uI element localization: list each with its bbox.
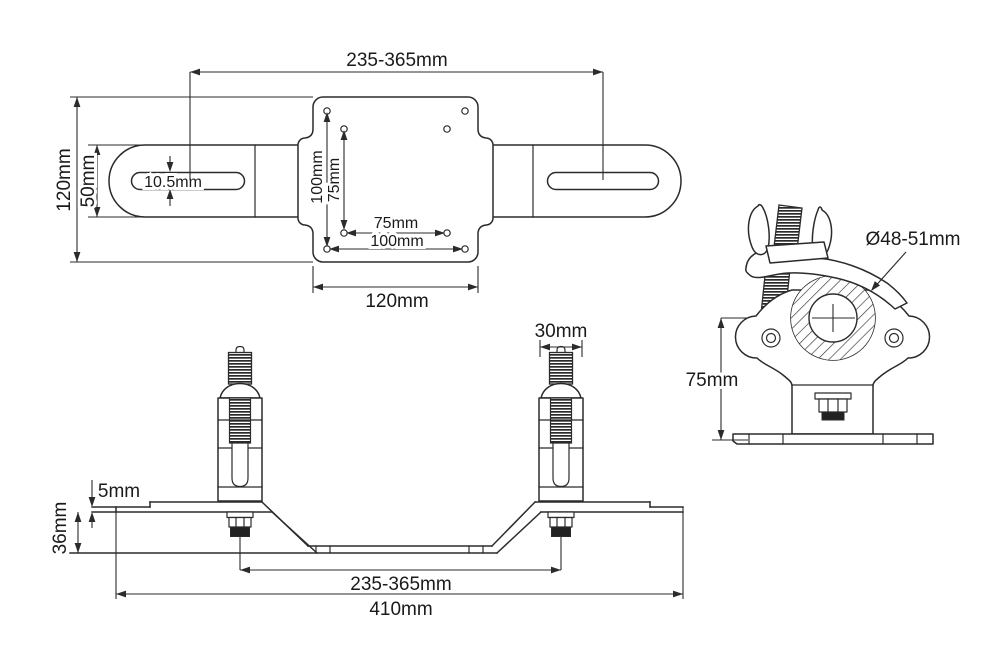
dim-tube-diameter: Ø48-51mm — [862, 226, 964, 294]
dim-vesa-v75: 75mm — [323, 130, 348, 230]
label-plate-width: 120mm — [365, 291, 428, 312]
label-adjust-range: 235-365mm — [346, 50, 447, 71]
label-bolt-spacing: 235-365mm — [350, 574, 451, 595]
label-overall-length: 410mm — [369, 599, 432, 620]
dim-clamp-height: 75mm — [683, 318, 748, 441]
label-vesa-h100: 100mm — [370, 233, 423, 250]
vesa-holes — [323, 107, 469, 253]
dim-vesa-h100: 100mm — [329, 230, 463, 253]
label-arm-height: 50mm — [78, 155, 99, 208]
top-view: 120mm 50mm 10.5mm 235-365mm — [51, 47, 682, 315]
label-vesa-v75: 75mm — [326, 158, 343, 202]
right-arm-slot — [546, 171, 660, 191]
side-view: 5mm 36mm 30mm 235-365mm — [47, 318, 684, 623]
clamp-ring-hatch — [791, 276, 875, 360]
clamp-view: 75mm Ø48-51mm — [683, 203, 964, 445]
dim-overall-length: 410mm — [115, 507, 684, 623]
label-overall-height: 120mm — [54, 148, 75, 211]
label-profile-height: 36mm — [50, 502, 71, 555]
left-arm-slot — [130, 171, 246, 191]
label-slot-width: 10.5mm — [144, 174, 202, 191]
dim-overall-height: 120mm — [51, 96, 313, 263]
dim-vesa-v100: 100mm — [306, 112, 331, 247]
label-vesa-v100: 100mm — [309, 150, 326, 203]
clamp-bolt-assembly-right — [538, 345, 584, 537]
clamp-base — [732, 433, 934, 445]
label-sheet-thickness: 5mm — [98, 481, 140, 502]
bracket-profile — [69, 500, 684, 555]
ear-hole-right-inner — [888, 332, 900, 344]
dim-clamp-block-width: 30mm — [532, 318, 590, 357]
dim-profile-height: 36mm — [47, 499, 82, 557]
dim-sheet-thickness: 5mm — [88, 478, 143, 528]
dim-arm-height: 50mm — [75, 144, 143, 218]
clamp-bolt-assembly-left — [217, 345, 263, 537]
dim-adjust-range: 235-365mm — [189, 47, 604, 180]
label-clamp-height: 75mm — [686, 370, 739, 391]
dim-vesa-h75: 75mm — [346, 212, 445, 237]
clamp-base-nut — [814, 392, 852, 421]
dim-plate-width: 120mm — [312, 266, 479, 315]
label-clamp-block-width: 30mm — [535, 321, 588, 342]
ear-hole-left-inner — [765, 332, 777, 344]
label-tube-diameter: Ø48-51mm — [865, 229, 960, 250]
dim-slot-width: 10.5mm — [141, 156, 205, 206]
label-vesa-h75: 75mm — [374, 215, 418, 232]
wing-nut — [747, 203, 833, 264]
